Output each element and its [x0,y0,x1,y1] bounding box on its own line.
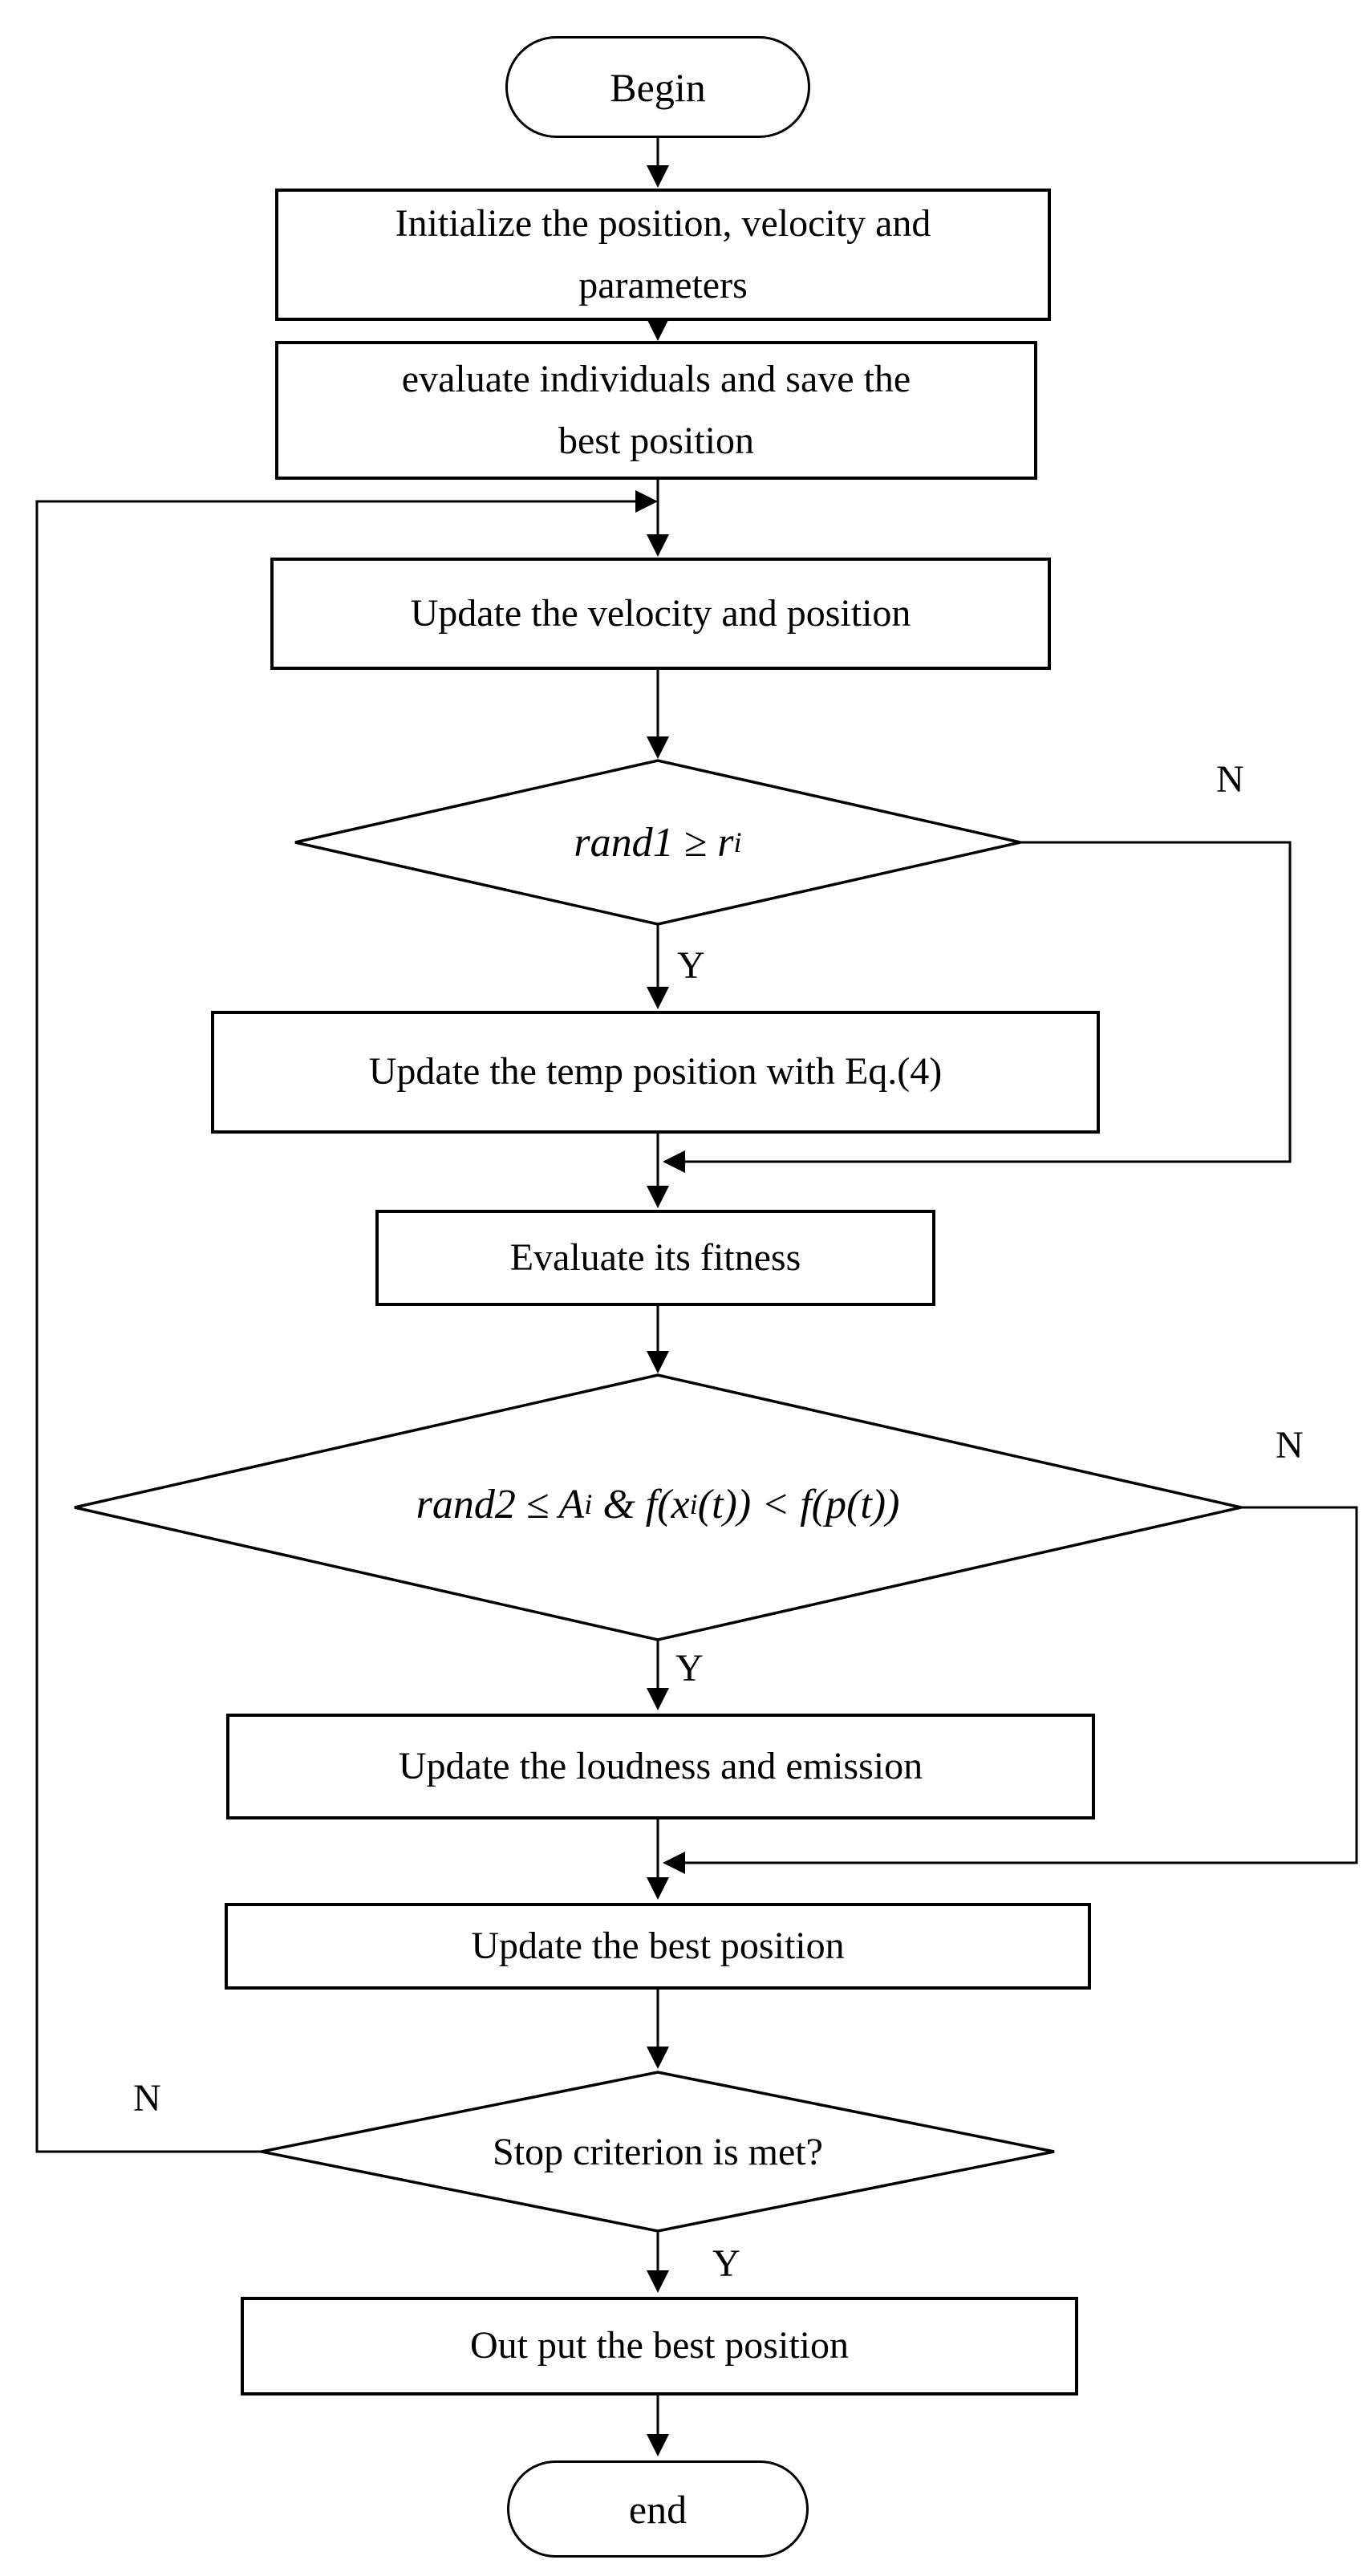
edge-loudness-best [647,1819,669,1900]
node-update-best: Update the best position [225,1903,1091,1990]
evaluate-fitness-label: Evaluate its fitness [509,1235,801,1279]
update-loudness-label: Update the loudness and emission [398,1744,923,1787]
end-label: end [628,2486,688,2532]
edge-fitness-rand2 [647,1306,669,1373]
branch-label-stop-n: N [133,2077,161,2120]
edge-rand1-yes [647,924,669,1009]
node-update-loudness: Update the loudness and emission [226,1714,1095,1819]
edge-best-stop [647,1990,669,2069]
begin-label: Begin [610,64,706,110]
initialize-label: Initialize the position, velocity and pa… [395,201,931,306]
node-begin: Begin [505,36,810,138]
edge-updatevelocity-rand1 [647,670,669,759]
edge-stop-no-loop [35,490,658,2153]
node-evaluate-fitness: Evaluate its fitness [375,1210,935,1306]
node-end: end [507,2460,809,2558]
update-temp-label: Update the temp position with Eq.(4) [368,1050,943,1093]
branch-label-rand1-n: N [1216,758,1244,801]
branch-label-stop-y: Y [712,2242,740,2285]
edge-temp-fitness [647,1134,669,1208]
edge-initialize-evaluate [647,318,669,341]
decision-stop-shape [261,2071,1055,2233]
branch-label-rand2-y: Y [675,1647,704,1690]
update-best-label: Update the best position [471,1924,845,1967]
update-velocity-label: Update the velocity and position [410,591,911,635]
edge-rand2-yes [647,1640,669,1710]
edge-evaluate-updatevelocity [647,480,669,557]
edge-begin-initialize [647,138,669,188]
decision-stop-text: Stop criterion is met? [345,2110,971,2193]
edge-stop-yes [647,2231,669,2293]
evaluate-label: evaluate individuals and save the best p… [401,357,911,462]
decision-rand2-shape [74,1373,1242,1641]
rand2-expr-part2: & f(x [592,1481,690,1527]
node-evaluate: evaluate individuals and save the best p… [275,341,1037,480]
rand2-expr-part3: (t)) < f(p(t)) [697,1481,900,1527]
edge-rand2-no [663,1506,1358,1874]
edge-output-end [647,2395,669,2456]
rand2-expr-part1: rand2 ≤ A [416,1481,585,1527]
node-update-velocity: Update the velocity and position [270,558,1051,670]
node-update-temp: Update the temp position with Eq.(4) [211,1011,1100,1134]
branch-label-rand1-y: Y [677,944,705,987]
decision-rand1-shape [294,759,1021,926]
output-label: Out put the best position [470,2324,849,2367]
branch-label-rand2-n: N [1276,1424,1304,1466]
rand1-expression: rand1 ≥ r [574,819,734,866]
node-output: Out put the best position [241,2297,1078,2395]
node-initialize: Initialize the position, velocity and pa… [275,189,1051,321]
stop-criterion-label: Stop criterion is met? [493,2130,823,2173]
edge-rand1-no [663,841,1292,1173]
